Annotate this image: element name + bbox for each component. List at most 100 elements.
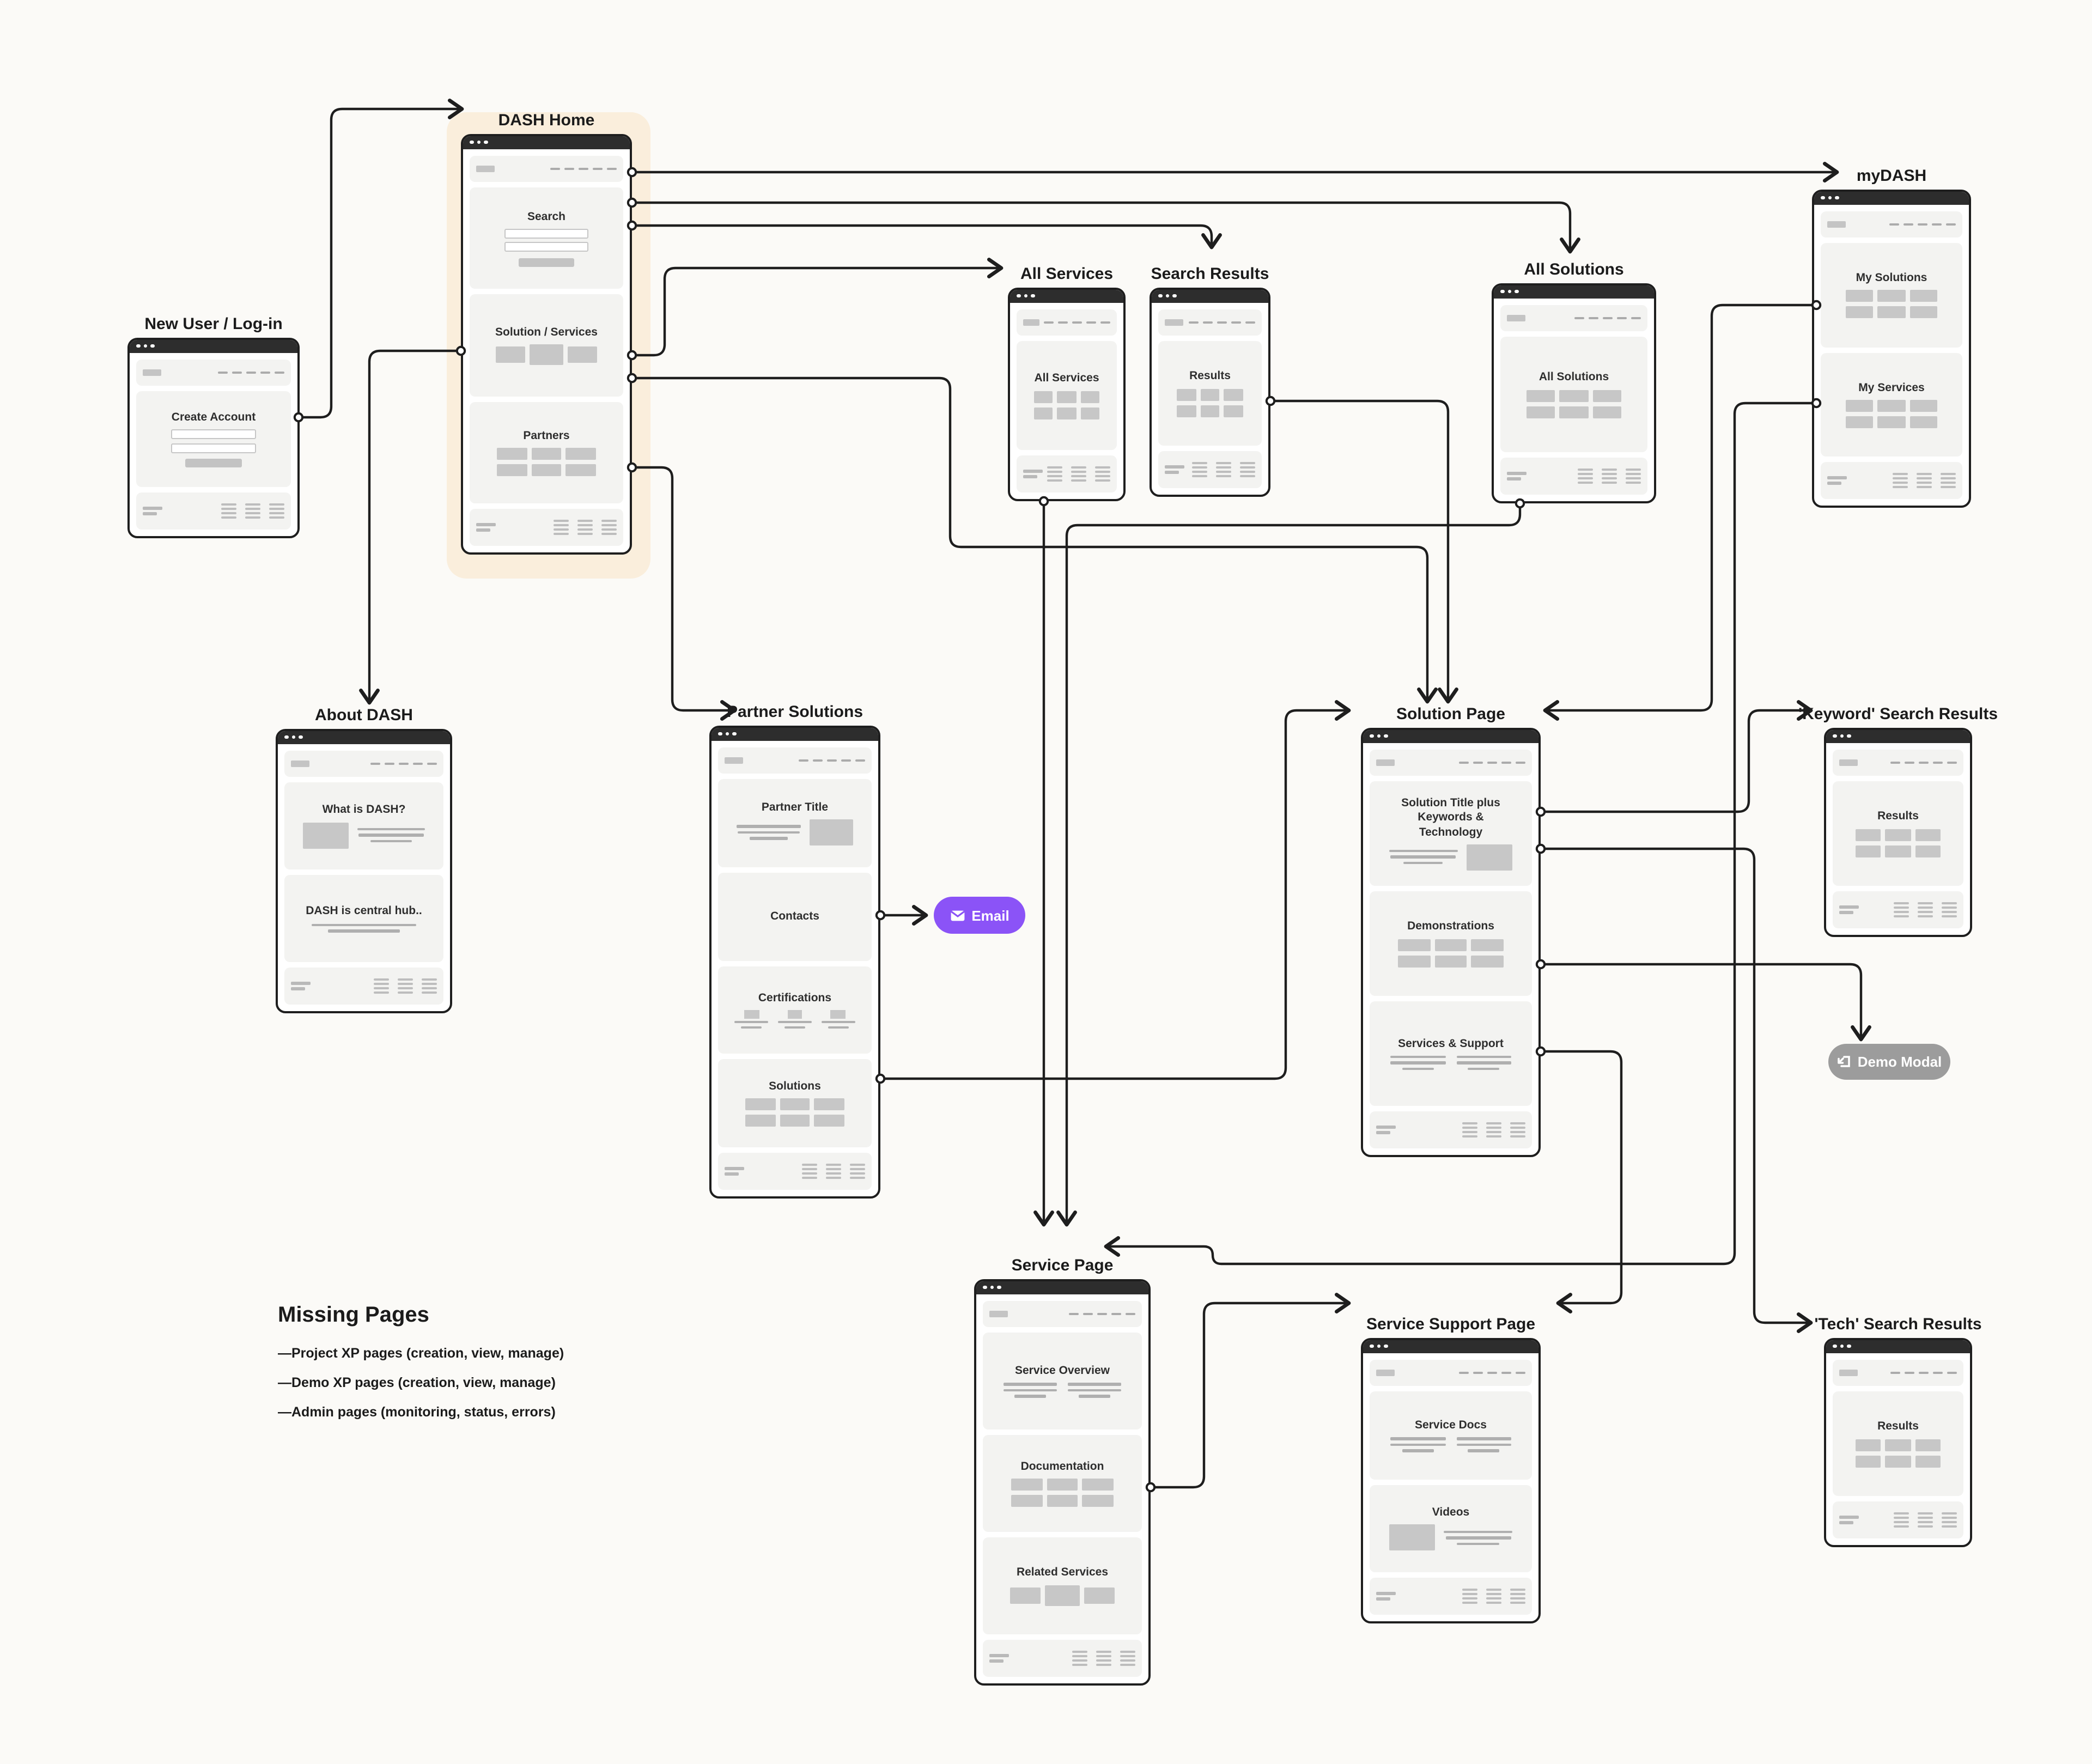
logo-placeholder <box>143 369 161 376</box>
browser-window-bar <box>711 728 878 741</box>
keyword-results-section-title: Results <box>1877 810 1919 823</box>
nav-links-placeholder <box>799 759 865 762</box>
nav-links-placeholder <box>1889 223 1956 226</box>
about-dash-card[interactable]: What is DASH?DASH is central hub.. <box>276 729 452 1013</box>
nav-links-placeholder <box>1459 761 1525 764</box>
all-services-section-boxes6: All Services <box>1017 341 1117 450</box>
mydash-card[interactable]: My Solutions My Services <box>1812 190 1971 508</box>
missing-pages-title: Missing Pages <box>278 1303 429 1327</box>
service-page-section-boxes3: Related Services <box>983 1537 1142 1634</box>
mydash-label: myDASH <box>1856 167 1927 185</box>
all-solutions-navbar <box>1500 305 1647 331</box>
tech-results-section-boxes6: Results <box>1833 1391 1963 1496</box>
demo-modal-pill-label: Demo Modal <box>1857 1054 1942 1070</box>
tech-results-label: 'Tech' Search Results <box>1814 1315 1982 1334</box>
partner-solutions-section-title: Partner Title <box>761 800 829 814</box>
partner-solutions-section-none: Contacts <box>718 872 872 960</box>
mydash-navbar <box>1821 211 1962 238</box>
dash-home-section-title: Search <box>527 210 566 223</box>
missing-pages-item: —Admin pages (monitoring, status, errors… <box>278 1404 556 1420</box>
browser-window-bar <box>1363 730 1538 743</box>
browser-window-bar <box>976 1281 1148 1294</box>
envelope-icon <box>950 910 965 921</box>
solution-page-card[interactable]: Solution Title plus Keywords & Technolog… <box>1361 728 1541 1157</box>
all-services-section-title: All Services <box>1034 372 1099 385</box>
image-placeholder <box>809 819 854 845</box>
logo-placeholder <box>1827 221 1846 228</box>
all-solutions-label: All Solutions <box>1524 260 1624 279</box>
new-user-footer <box>136 492 291 530</box>
nav-links-placeholder <box>1459 1371 1525 1374</box>
new-user-section-inputs: Create Account <box>136 391 291 487</box>
mydash-section-title: My Solutions <box>1856 271 1927 285</box>
dash-home-section-title: Partners <box>523 429 570 442</box>
dash-home-label: DASH Home <box>498 111 595 130</box>
mydash-section-title: My Services <box>1858 381 1925 394</box>
search-results-section-title: Results <box>1189 369 1231 383</box>
solution-page-section-cols2: Services & Support <box>1370 1001 1532 1106</box>
browser-window-bar <box>1826 1340 1970 1353</box>
search-results-card[interactable]: Results <box>1150 288 1270 497</box>
solution-page-section-boxes6: Demonstrations <box>1370 891 1532 996</box>
logo-placeholder <box>291 761 309 767</box>
new-user-navbar <box>136 360 291 386</box>
partner-solutions-navbar <box>718 747 872 774</box>
new-user-card[interactable]: Create Account <box>127 338 300 538</box>
dash-home-section-boxes6: Partners <box>470 402 623 503</box>
browser-window-bar <box>1826 730 1970 743</box>
keyword-results-navbar <box>1833 750 1963 776</box>
browser-window-bar <box>1363 1340 1538 1353</box>
connector-services-support-to-support-page <box>1539 1050 1623 1313</box>
support-page-section-media-left: Videos <box>1370 1485 1532 1572</box>
solution-page-label: Solution Page <box>1396 705 1506 723</box>
connector-dash-home-to-search-results <box>630 224 1222 250</box>
browser-window-bar <box>1814 192 1969 205</box>
tech-results-card[interactable]: Results <box>1824 1338 1972 1547</box>
connector-dash-home-to-all-solutions <box>630 201 1580 254</box>
search-results-label: Search Results <box>1151 265 1269 283</box>
connector-service-page-to-support-page <box>1149 1293 1351 1489</box>
browser-window-bar <box>1494 285 1654 299</box>
search-results-footer <box>1158 451 1262 488</box>
dash-home-footer <box>470 508 623 546</box>
solution-page-section-title: Demonstrations <box>1407 920 1494 933</box>
support-page-section-title: Videos <box>1432 1506 1470 1519</box>
service-page-section-title: Service Overview <box>1015 1364 1110 1378</box>
about-dash-section-lines2: DASH is central hub.. <box>284 875 443 962</box>
all-services-navbar <box>1017 309 1117 336</box>
dash-home-section-title: Solution / Services <box>495 325 598 339</box>
missing-pages-item: —Project XP pages (creation, view, manag… <box>278 1346 564 1361</box>
all-services-card[interactable]: All Services <box>1008 288 1126 501</box>
about-dash-navbar <box>284 751 443 777</box>
partner-solutions-label: Partner Solutions <box>726 703 863 721</box>
logo-placeholder <box>1839 1370 1858 1376</box>
keyword-results-card[interactable]: Results <box>1824 728 1972 937</box>
partner-solutions-section-title: Contacts <box>770 909 819 923</box>
service-page-label: Service Page <box>1011 1256 1114 1275</box>
logo-placeholder <box>1376 759 1395 766</box>
email-pill[interactable]: Email <box>934 897 1025 934</box>
browser-window-bar <box>130 340 297 353</box>
support-page-label: Service Support Page <box>1366 1315 1536 1334</box>
mydash-section-boxes6: My Solutions <box>1821 243 1962 347</box>
support-page-section-title: Service Docs <box>1415 1418 1487 1432</box>
search-results-section-boxes6: Results <box>1158 341 1262 446</box>
browser-window-bar <box>463 136 630 149</box>
image-placeholder <box>1389 1524 1436 1551</box>
connector-partner-solutions-to-solution-page <box>879 700 1351 1080</box>
service-page-footer <box>983 1640 1142 1677</box>
support-page-footer <box>1370 1578 1532 1615</box>
logo-placeholder <box>1165 319 1183 326</box>
open-modal-icon <box>1837 1056 1850 1067</box>
logo-placeholder <box>1507 315 1525 321</box>
connector-demonstrations-to-demo-modal <box>1539 963 1871 1042</box>
all-solutions-card[interactable]: All Solutions <box>1492 283 1656 503</box>
demo-modal-pill[interactable]: Demo Modal <box>1828 1044 1950 1080</box>
solution-page-navbar <box>1370 750 1532 776</box>
all-services-footer <box>1017 455 1117 492</box>
